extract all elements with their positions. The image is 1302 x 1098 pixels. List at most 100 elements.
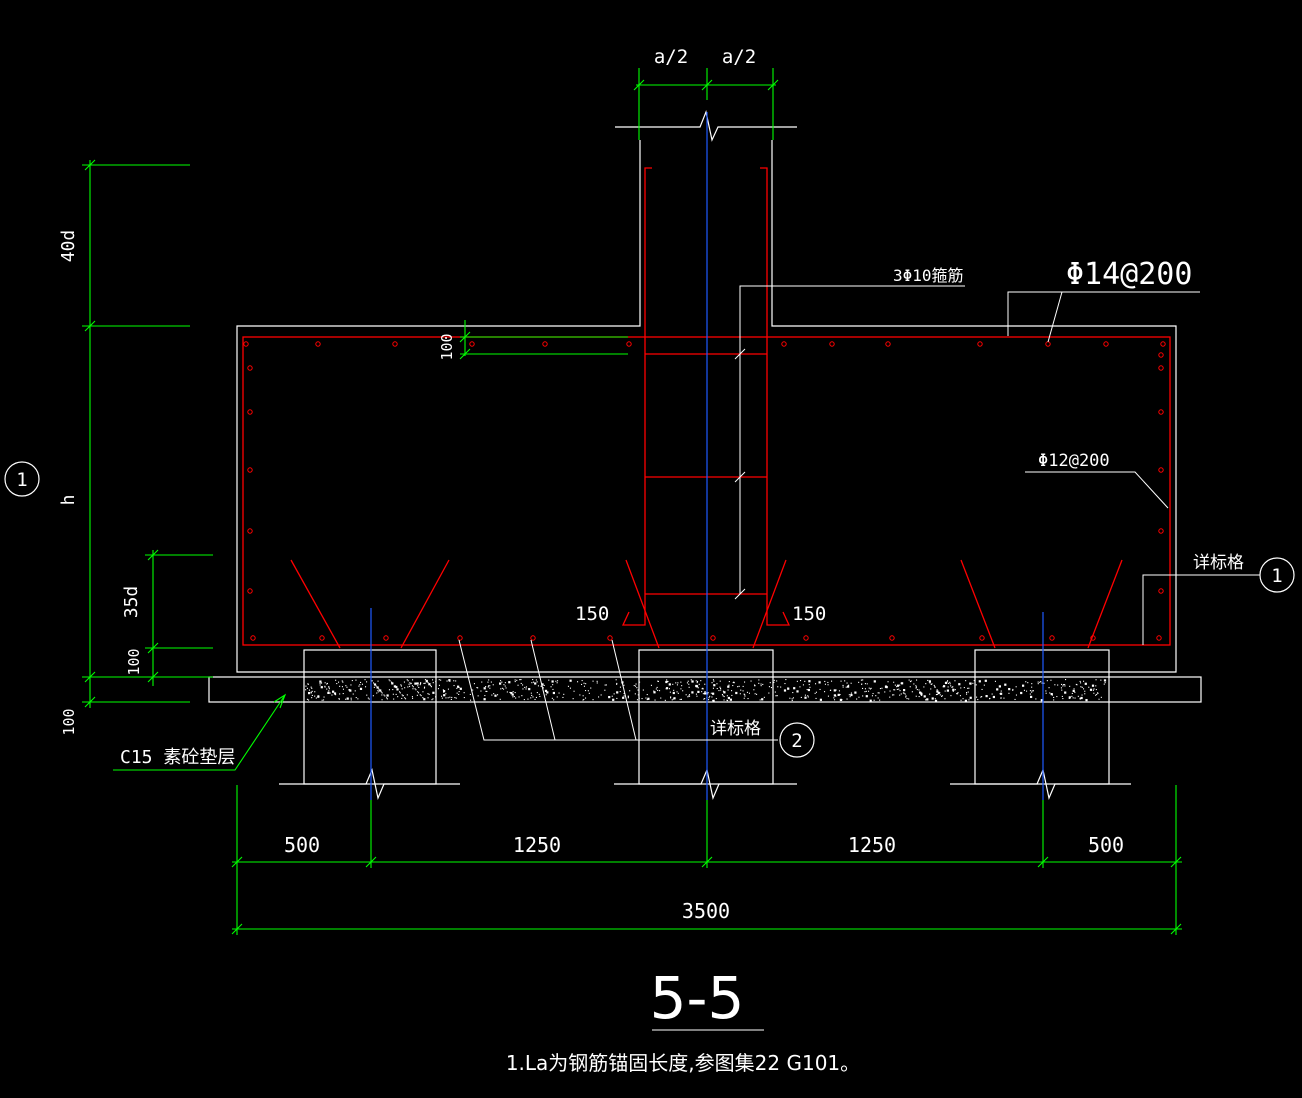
detail-bubble-2: 2 (779, 722, 815, 758)
speckle-dot (726, 695, 728, 697)
rebar-dot (710, 635, 716, 641)
speckle-dot (485, 690, 487, 692)
speckle-dot (850, 692, 852, 694)
speckle-dot (776, 680, 778, 682)
speckle-dot (1039, 681, 1041, 683)
speckle-dot (1061, 683, 1063, 685)
speckle-dot (1083, 688, 1085, 690)
speckle-dot (373, 683, 377, 686)
speckle-dot (776, 695, 778, 697)
speckle-dot (310, 686, 312, 688)
speckle-dot (372, 695, 374, 697)
speckle-dot (873, 699, 875, 701)
speckle-dot (718, 690, 720, 692)
speckle-dot (710, 692, 712, 694)
speckle-dot (406, 694, 408, 696)
speckle-dot (1085, 699, 1088, 702)
speckle-dot (307, 683, 309, 685)
speckle-dot (865, 695, 868, 698)
speckle-dot (581, 680, 583, 682)
speckle-dot (355, 679, 357, 681)
speckle-dot (1025, 681, 1027, 683)
speckle-dot (558, 692, 560, 694)
speckle-dot (815, 697, 817, 699)
speckle-dot (965, 680, 967, 682)
speckle-dot (623, 692, 625, 694)
speckle-dot (339, 685, 341, 687)
speckle-dot (688, 683, 690, 685)
speckle-dot (1040, 699, 1043, 702)
speckle-dot (915, 685, 917, 687)
speckle-dot (872, 693, 874, 695)
speckle-dot (916, 679, 918, 681)
speckle-dot (328, 690, 330, 692)
speckle-dot (688, 695, 690, 697)
speckle-dot (581, 683, 583, 685)
speckle-dot (936, 689, 938, 691)
speckle-dot (960, 687, 962, 689)
label-top-bar: Φ14@200 (1066, 257, 1192, 292)
speckle-dot (577, 681, 579, 683)
speckle-dot (991, 693, 993, 695)
rebar-dots (243, 341, 1166, 641)
speckle-dot (376, 686, 379, 689)
speckle-dot (956, 693, 958, 695)
speckle-dot (667, 680, 669, 682)
speckle-dot (331, 694, 333, 696)
speckle-dot (952, 690, 954, 692)
speckle-dot (868, 687, 870, 689)
speckle-dot (759, 699, 761, 701)
speckle-dot (542, 687, 544, 689)
speckle-dot (616, 683, 618, 685)
speckle-dot (596, 680, 598, 682)
speckle-dot (342, 681, 344, 683)
label-side-bar: Φ12@200 (1038, 451, 1110, 471)
speckle-dot (681, 685, 683, 687)
speckle-dot (418, 692, 420, 694)
speckle-dot (673, 689, 675, 691)
speckle-dot (976, 696, 978, 698)
speckle-dot (499, 682, 502, 685)
speckle-dot (937, 691, 940, 694)
speckle-dot (800, 696, 802, 698)
speckle-dot (680, 688, 682, 690)
speckle-dot (323, 699, 325, 701)
speckle-dot (861, 683, 863, 685)
speckle-dot (702, 693, 704, 695)
speckle-dot (405, 698, 407, 700)
speckle-dot (480, 690, 482, 692)
speckle-dot (977, 699, 979, 701)
speckle-dot (401, 694, 403, 696)
speckle-dot (808, 684, 810, 686)
speckle-dot (504, 682, 506, 684)
speckle-dot (761, 698, 764, 701)
speckle-dot (488, 685, 490, 687)
speckle-dot (473, 683, 475, 685)
speckle-dot (773, 681, 775, 683)
speckle-dot (438, 679, 440, 681)
speckle-dot (721, 694, 723, 696)
speckle-dot (925, 699, 927, 701)
speckle-dot (900, 693, 902, 695)
speckle-dot (477, 687, 479, 689)
speckle-dot (903, 692, 905, 694)
speckle-dot (319, 682, 321, 684)
speckle-dot (696, 682, 698, 684)
speckle-dot (780, 686, 782, 688)
speckle-dot (869, 688, 871, 690)
speckle-dot (612, 698, 615, 701)
speckle-dot (686, 682, 688, 684)
speckle-dot (510, 692, 513, 695)
speckle-dot (952, 688, 955, 691)
speckle-dot (905, 696, 907, 698)
speckle-dot (856, 698, 858, 700)
rebar-dot (247, 528, 253, 534)
speckle-dot (1045, 690, 1047, 692)
speckle-dot (458, 686, 460, 688)
speckle-dot (673, 697, 676, 700)
speckle-dot (494, 694, 497, 697)
speckle-dot (412, 686, 414, 688)
rebar-dot (392, 341, 398, 347)
detail-bubble-1: 1 (1259, 557, 1295, 593)
speckle-dot (379, 689, 382, 692)
